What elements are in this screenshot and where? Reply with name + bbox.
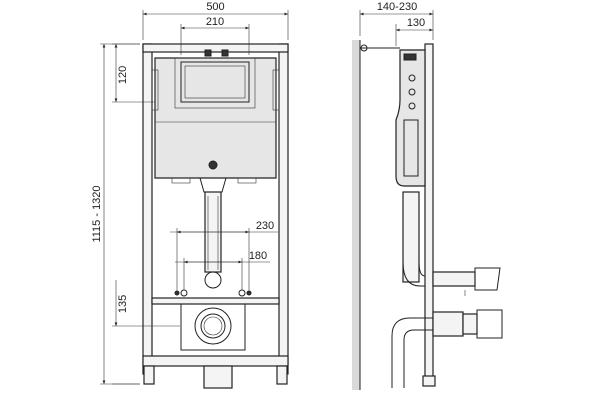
left-foot — [143, 365, 155, 385]
bracket-right — [272, 69, 280, 111]
side-view: 140-230 130 — [352, 1, 503, 390]
side-drain-collar — [462, 313, 478, 335]
top-rail — [142, 43, 289, 53]
side-drain-socket — [476, 309, 503, 339]
drain-pipe-bottom — [203, 365, 233, 389]
front-view: 500 210 120 1115 - 1320 135 230 180 — [91, 1, 289, 389]
side-drain-outer — [391, 317, 433, 388]
vent-left — [171, 177, 191, 184]
outlet-ring — [203, 316, 223, 336]
connector-right — [221, 49, 229, 57]
dim-outlet-height-label: 135 — [117, 295, 129, 313]
side-valve-1 — [408, 74, 416, 82]
outlet-outer-icon — [194, 307, 232, 345]
dim-depth-range-label: 140-230 — [377, 1, 417, 13]
bolt-left-outer — [174, 290, 180, 296]
side-cistern-lower — [403, 119, 419, 177]
side-flush-pipe — [402, 191, 420, 283]
cistern-tank — [154, 57, 277, 179]
side-drain-inner — [403, 329, 433, 388]
lower-crossbar — [151, 297, 280, 305]
outlet-housing — [180, 303, 246, 351]
tank-valve-icon — [208, 160, 218, 170]
dim-top-offset-label: 120 — [117, 66, 129, 84]
flush-valve — [199, 177, 227, 193]
side-flush-nozzle — [474, 267, 501, 291]
bottom-rail — [142, 355, 289, 367]
left-upright — [142, 43, 153, 375]
dim-total-width-label: 500 — [206, 1, 224, 13]
outlet-inner-icon — [200, 313, 226, 339]
bolt-left — [180, 289, 188, 297]
right-upright — [278, 43, 289, 375]
side-pipe-bend-inner — [418, 261, 426, 277]
side-upright — [424, 43, 434, 385]
vent-right — [237, 177, 257, 184]
dim-tank-width-label: 210 — [206, 16, 224, 28]
flush-opening-outer — [174, 57, 256, 109]
side-flush-connector — [432, 271, 476, 287]
side-valve-3 — [408, 102, 416, 110]
bolt-right — [238, 289, 246, 297]
bracket-left — [151, 69, 159, 111]
dim-bolt-inner-label: 180 — [249, 250, 267, 262]
flush-plate-opening — [180, 61, 250, 103]
side-foot — [422, 375, 436, 387]
wall-anchor-icon — [360, 44, 368, 52]
bolt-right-outer — [246, 290, 252, 296]
dim-height-range-label: 1115 - 1320 — [91, 185, 103, 242]
side-drain-connector — [432, 311, 464, 337]
flush-plate-inner — [184, 65, 246, 99]
right-foot — [276, 365, 288, 385]
side-pipe-bend — [402, 261, 425, 287]
dim-bolt-outer-label: 230 — [256, 220, 274, 232]
dim-depth-fixed-label: 130 — [407, 17, 425, 29]
pipe-elbow — [204, 271, 222, 289]
side-valve-2 — [408, 88, 416, 96]
side-cistern — [395, 49, 426, 187]
connector-left — [204, 49, 212, 57]
wall-hatch — [352, 40, 360, 390]
side-top-connector — [403, 53, 417, 61]
